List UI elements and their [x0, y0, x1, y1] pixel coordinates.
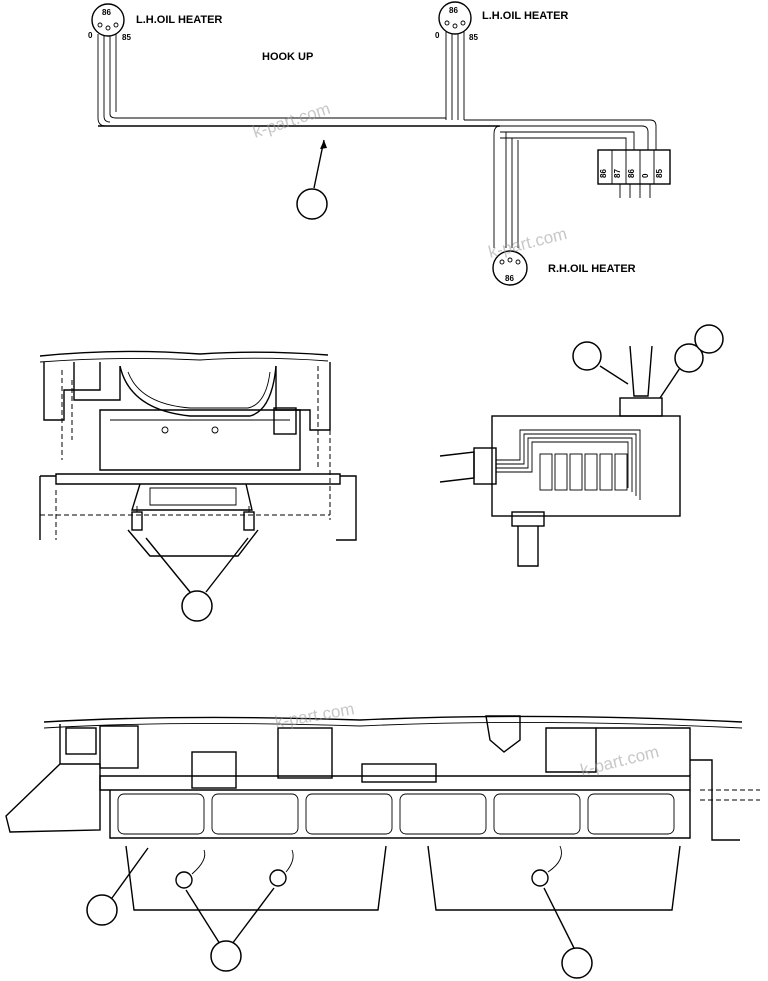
callout-harness: [296, 188, 328, 220]
pin-label: 0: [88, 31, 93, 40]
terminal-label: 86: [627, 169, 636, 178]
callout-side-heaters-lh: [210, 940, 242, 972]
lh-heater-connector-1: [91, 3, 125, 37]
frame-side-view: [5, 715, 760, 979]
junction-terminal: [614, 453, 628, 491]
pin-label: 86: [449, 6, 458, 15]
watermark: k-part.com: [486, 224, 569, 262]
callout-side-heater-rh: [561, 947, 593, 979]
junction-terminal: [569, 453, 583, 491]
junction-box-housing: [491, 415, 681, 517]
watermark: k-part.com: [578, 742, 661, 780]
callout-cable-a: [572, 341, 602, 371]
watermark: k-part.com: [250, 99, 332, 142]
terminal-label: 87: [613, 169, 622, 178]
terminal-label: 85: [655, 169, 664, 178]
pin-label: 86: [505, 274, 514, 283]
lh-oil-heater-label-2: L.H.OIL HEATER: [482, 10, 568, 22]
lh-oil-heater-label-1: L.H.OIL HEATER: [136, 14, 222, 26]
lh-heater-connector-2: [438, 1, 472, 35]
callout-cable-c: [694, 324, 724, 354]
side-panel: [211, 793, 299, 835]
side-panel: [399, 793, 487, 835]
junction-terminal: [584, 453, 598, 491]
callout-heater-front: [181, 590, 213, 622]
side-panel: [493, 793, 581, 835]
pin-label: 85: [469, 33, 478, 42]
pin-label: 0: [435, 31, 440, 40]
pin-label: 86: [102, 8, 111, 17]
rh-heater-connector: [492, 250, 528, 286]
terminal-label: 0: [641, 173, 650, 178]
side-panel: [305, 793, 393, 835]
watermark: k-part.com: [273, 699, 355, 732]
hook-up-label: HOOK UP: [262, 51, 313, 63]
rh-oil-heater-label: R.H.OIL HEATER: [548, 263, 636, 275]
terminal-block: [597, 149, 671, 185]
terminal-label: 86: [599, 169, 608, 178]
junction-terminal: [539, 453, 553, 491]
junction-terminal: [599, 453, 613, 491]
side-panel: [587, 793, 675, 835]
pin-label: 85: [122, 33, 131, 42]
hook-up-harness: 86 0 85 L.H.OIL HEATER 86 0 85 L.H.OIL H…: [88, 1, 671, 286]
callout-side-cable: [86, 894, 118, 926]
side-panel: [117, 793, 205, 835]
junction-box: [439, 324, 724, 567]
junction-terminal: [554, 453, 568, 491]
callout-cable-b: [674, 343, 704, 373]
frame-front-view: [39, 350, 357, 622]
